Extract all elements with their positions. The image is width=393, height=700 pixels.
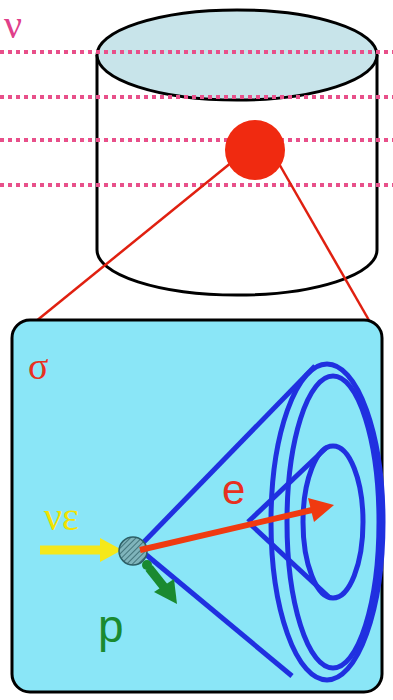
detector-top [97,10,377,100]
interaction-point [225,120,285,180]
electron-neutrino-label: νε [44,494,79,540]
zoom-line [278,162,370,322]
proton-arrowhead [154,579,177,604]
electron-arrowhead [308,498,334,522]
zoom-line [35,162,232,322]
neutrino-label: ν [4,2,22,48]
neutrino-beam [0,52,393,185]
proton-label: p [98,600,124,653]
inset-panel [12,320,382,692]
proton-arrow [149,568,164,587]
electron-arrow [140,510,312,550]
cross-section-label: σ [28,345,48,389]
cherenkov-cone [138,364,383,680]
electron-label: e [222,466,245,514]
neutrino-arrow [40,546,104,555]
